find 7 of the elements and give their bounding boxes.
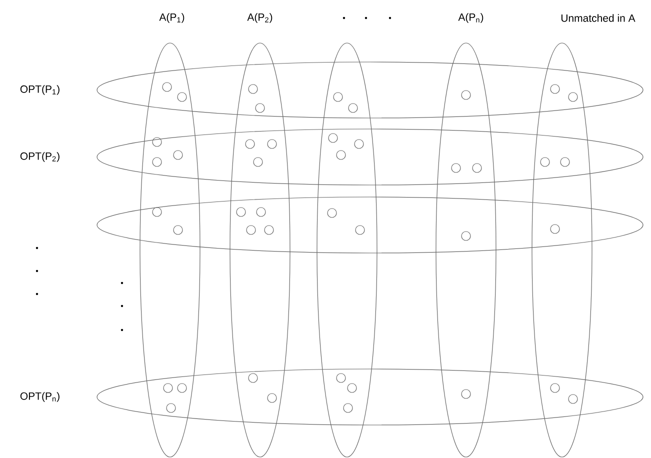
column-label: Unmatched in A — [561, 14, 636, 22]
column-label: A(P$_{1}$) — [159, 13, 184, 23]
column-label: A(P$_{2}$) — [247, 13, 272, 23]
row-label: OPT(P$_{1}$) — [20, 85, 60, 95]
row-label: OPT(P$_{2}$) — [20, 152, 60, 162]
row-label: OPT(P$_{n}$) — [20, 392, 60, 402]
column-label: A(P$_{n}$) — [458, 13, 484, 23]
